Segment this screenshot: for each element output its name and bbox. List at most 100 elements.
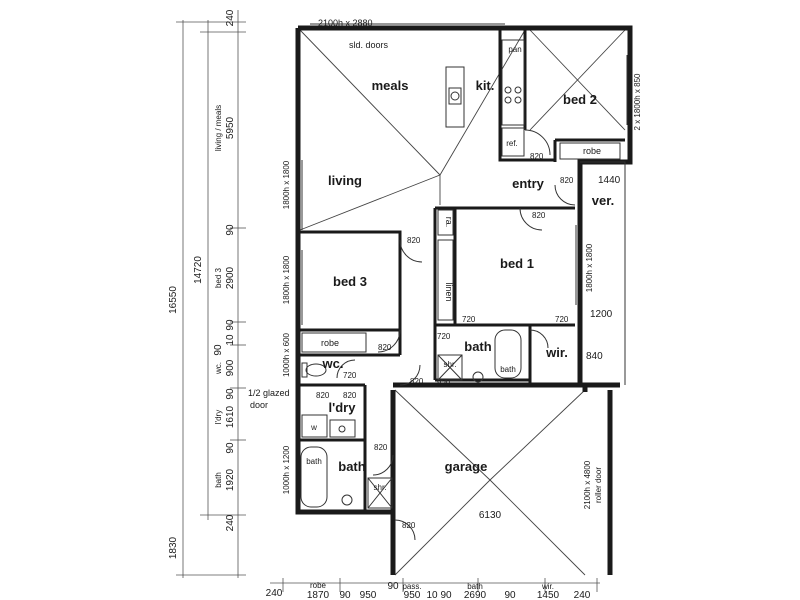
- dim-label-bath: bath: [214, 472, 223, 488]
- note-half-glazed-door: door: [250, 400, 268, 410]
- room-kitchen: kit.: [476, 78, 495, 93]
- room-bed-1: bed 1: [500, 256, 534, 271]
- dim-bottom-240-b: 240: [574, 590, 591, 600]
- label-fridge: ref.: [506, 139, 518, 148]
- dim-label-bed3: bed 3: [214, 267, 223, 288]
- door-size-bed3: 820: [407, 236, 421, 245]
- dim-bottom-robe: 1870: [307, 590, 330, 600]
- room-ra: ra.: [444, 217, 454, 228]
- room-laundry: l'dry: [329, 400, 357, 415]
- dim-bath: 1920: [225, 468, 236, 491]
- dim-house-height: 14720: [193, 256, 204, 284]
- dim-bottom-90-d: 90: [504, 590, 516, 600]
- note-window-bed1: 1800h x 1800: [585, 243, 594, 292]
- left-dimension-lines: [176, 10, 246, 578]
- dim-bottom-90-a: 90: [339, 590, 351, 600]
- dim-bottom-950-b: 950: [404, 590, 421, 600]
- dim-840: 840: [586, 351, 603, 362]
- dim-bottom-240-a: 240: [266, 588, 283, 599]
- dim-bottom-label-robe: robe: [310, 581, 327, 590]
- note-sliding-doors: sld. doors: [349, 40, 389, 50]
- dim-bottom-bath: 2690: [464, 590, 487, 600]
- room-meals: meals: [372, 78, 409, 93]
- internal-walls: [298, 28, 625, 512]
- bottom-dimension-line: [270, 578, 600, 592]
- door-size-wir: 720: [555, 315, 569, 324]
- label-shower-bath: shr.: [374, 483, 387, 492]
- note-half-glazed: 1/2 glazed: [248, 388, 290, 398]
- dim-90-b: 90: [225, 319, 236, 331]
- door-size-laundry-ext: 820: [316, 391, 330, 400]
- room-robe-bed2: robe: [583, 146, 601, 156]
- door-size-laundry: 820: [343, 391, 357, 400]
- dim-bottom-label-wir: wir.: [541, 582, 554, 591]
- dim-90-c: 90: [213, 344, 224, 356]
- door-size-entry: 820: [560, 176, 574, 185]
- door-size-garage: 820: [402, 521, 416, 530]
- note-window-bed2: 2 x 1800h x 850: [633, 73, 642, 130]
- dim-90-a: 90: [225, 224, 236, 236]
- door-size-kitchen: 820: [530, 152, 544, 161]
- note-roller-door-size: 2100h x 4800: [583, 460, 592, 509]
- dim-wc: 900: [225, 359, 236, 376]
- room-wc: wc.: [322, 356, 344, 371]
- dim-laundry: 1610: [225, 405, 236, 428]
- windows: [301, 23, 628, 325]
- fixtures: [300, 39, 621, 509]
- dim-bottom-10: 10: [426, 590, 438, 600]
- label-shower-ensuite: shr.: [444, 360, 457, 369]
- room-entry: entry: [512, 176, 545, 191]
- external-walls: [295, 25, 633, 575]
- note-window-wc: 1000h x 600: [282, 332, 291, 377]
- note-window-living: 1800h x 1800: [282, 160, 291, 209]
- room-garage: garage: [445, 459, 488, 474]
- dim-90-d: 90: [225, 388, 236, 400]
- room-verandah: ver.: [592, 193, 614, 208]
- dim-living-meals: 5950: [225, 116, 236, 139]
- door-size-ensuite-shower: 720: [437, 332, 451, 341]
- door-size-bath: 820: [374, 443, 388, 452]
- dim-bottom-label-bath: bath: [467, 582, 483, 591]
- room-living: living: [328, 173, 362, 188]
- room-wir: wir.: [545, 345, 568, 360]
- dim-10: 10: [225, 334, 236, 346]
- dim-label-laundry: l'dry: [214, 410, 223, 424]
- dim-label-wc: wc.: [214, 362, 223, 375]
- room-robe-bed3: robe: [321, 338, 339, 348]
- room-bed-2: bed 2: [563, 92, 597, 107]
- dim-bed3: 2900: [225, 266, 236, 289]
- label-tub-ensuite: bath: [500, 365, 516, 374]
- door-size-ensuite: 720: [462, 315, 476, 324]
- door-size-hall: 820: [410, 377, 424, 386]
- dim-bottom-wir: 1450: [537, 590, 560, 600]
- dim-garage-width: 6130: [479, 510, 502, 521]
- room-ensuite-bath: bath: [464, 339, 492, 354]
- dim-240-b: 240: [225, 514, 236, 531]
- roof-lines: [299, 29, 626, 576]
- note-window-top: 2100h x 2880: [318, 18, 373, 28]
- label-washer: w: [310, 423, 317, 432]
- room-bath: bath: [338, 459, 366, 474]
- door-size-bed1: 820: [532, 211, 546, 220]
- dim-label-living-meals: living / meals: [214, 105, 223, 151]
- dim-1200: 1200: [590, 309, 613, 320]
- dim-verandah-1440: 1440: [598, 175, 621, 186]
- door-size-bed3-robe: 820: [378, 343, 392, 352]
- dim-bottom-950-a: 950: [360, 590, 377, 600]
- label-pantry: pan: [508, 45, 521, 54]
- dim-90-e: 90: [225, 442, 236, 454]
- note-window-bed3: 1800h x 1800: [282, 255, 291, 304]
- dim-bottom-90-c: 90: [440, 590, 452, 600]
- door-swings: [336, 129, 576, 541]
- dim-top-240: 240: [225, 9, 236, 26]
- note-window-bath: 1000h x 1200: [282, 445, 291, 494]
- label-tub-bath: bath: [306, 457, 322, 466]
- dim-bottom-label-pass: pass.: [402, 582, 421, 591]
- door-size-wc: 720: [343, 371, 357, 380]
- dim-overall-height: 16550: [168, 286, 179, 314]
- dim-garage-extension: 1830: [168, 536, 179, 559]
- door-size-ensuite-entry: 820: [437, 379, 451, 388]
- room-linen: linen: [444, 282, 454, 301]
- dim-bottom-90-b: 90: [387, 581, 399, 592]
